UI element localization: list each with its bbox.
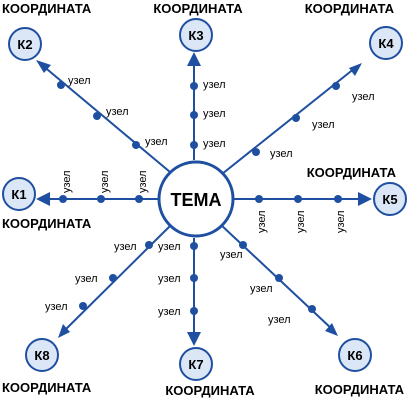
coordinate-circle bbox=[2, 177, 36, 211]
node-label: узел bbox=[158, 241, 181, 253]
node-label: узел bbox=[220, 249, 243, 261]
arrow-head-k5 bbox=[358, 192, 372, 206]
coordinate-code: К6 bbox=[347, 348, 362, 363]
node-label: узел bbox=[295, 210, 307, 233]
arrow-heads bbox=[36, 52, 372, 346]
node-dot bbox=[132, 141, 140, 149]
node-dot bbox=[97, 195, 105, 203]
node-label: узел bbox=[99, 170, 111, 193]
node-dot bbox=[275, 274, 283, 282]
coordinate-code: К8 bbox=[34, 348, 49, 363]
coordinate-circle bbox=[25, 338, 59, 372]
coordinate-k3: К3 bbox=[179, 18, 213, 52]
node-label: узел bbox=[268, 314, 291, 326]
node-label: узел bbox=[145, 136, 168, 148]
arrow-head-k3 bbox=[187, 52, 201, 66]
node-dot bbox=[190, 111, 198, 119]
node-label: узел bbox=[256, 210, 268, 233]
node-dot bbox=[190, 82, 198, 90]
arrow-head-k8 bbox=[58, 324, 70, 338]
coordinate-k7: К7 bbox=[179, 347, 213, 381]
coordinate-circle bbox=[8, 27, 42, 61]
node-dot bbox=[292, 114, 300, 122]
arrow-head-k2 bbox=[36, 60, 51, 73]
node-dot bbox=[294, 195, 302, 203]
coordinate-caption-k5: КООРДИНАТА bbox=[307, 165, 397, 180]
node-label: узел bbox=[68, 75, 91, 87]
central-topic: ТЕМА bbox=[157, 160, 235, 238]
coordinate-caption-k8: КООРДИНАТА bbox=[2, 380, 92, 395]
coordinate-k1: К1 bbox=[2, 177, 36, 211]
coordinate-nodes: К1 К2 К3 К4 К5 К6 К7 К8 bbox=[2, 18, 407, 381]
node-dot bbox=[57, 81, 65, 89]
coordinate-caption-k4: КООРДИНАТА bbox=[305, 1, 395, 16]
node-dot bbox=[252, 148, 260, 156]
node-label: узел bbox=[158, 273, 181, 285]
arrow-head-k6 bbox=[325, 323, 338, 336]
coordinate-caption-k1: КООРДИНАТА bbox=[2, 216, 92, 231]
node-label: узел bbox=[335, 210, 347, 233]
coordinate-circle bbox=[369, 26, 403, 60]
node-dot bbox=[190, 274, 198, 282]
coordinate-code: К7 bbox=[188, 357, 203, 372]
node-label: узел bbox=[114, 241, 137, 253]
node-label: узел bbox=[75, 273, 98, 285]
node-dot bbox=[334, 195, 342, 203]
node-dot bbox=[190, 307, 198, 315]
node-dot bbox=[308, 305, 316, 313]
node-labels: узел узел узел узел узел узел узел узел … bbox=[45, 75, 375, 326]
node-dots bbox=[57, 81, 342, 315]
arrow-head-k4 bbox=[349, 63, 362, 76]
node-label: узел bbox=[61, 170, 73, 193]
node-label: узел bbox=[106, 106, 129, 118]
coordinate-caption-k6: КООРДИНАТА bbox=[315, 382, 405, 397]
node-label: узел bbox=[352, 91, 375, 103]
coordinate-caption-k3: КООРДИНАТА bbox=[153, 1, 243, 16]
coordinate-k4: К4 bbox=[369, 26, 403, 60]
coordinate-circle bbox=[373, 182, 407, 216]
node-label: узел bbox=[45, 301, 68, 313]
node-label: узел bbox=[203, 79, 226, 91]
coordinate-code: К5 bbox=[382, 192, 397, 207]
node-dot bbox=[135, 195, 143, 203]
coordinate-code: К1 bbox=[11, 187, 26, 202]
topic-ellipse bbox=[157, 160, 235, 238]
coordinate-circle bbox=[338, 338, 372, 372]
node-dot bbox=[79, 302, 87, 310]
coordinate-k2: К2 bbox=[8, 27, 42, 61]
coordinate-code: К2 bbox=[17, 37, 32, 52]
topic-label: ТЕМА bbox=[171, 190, 222, 210]
node-dot bbox=[190, 242, 198, 250]
node-dot bbox=[190, 141, 198, 149]
coordinate-code: К3 bbox=[188, 28, 203, 43]
coordinate-circle bbox=[179, 347, 213, 381]
coordinate-k8: К8 bbox=[25, 338, 59, 372]
coordinate-caption-k7: КООРДИНАТА bbox=[165, 383, 255, 398]
coordinate-code: К4 bbox=[378, 36, 394, 51]
node-label: узел bbox=[203, 138, 226, 150]
node-dot bbox=[239, 241, 247, 249]
node-label: узел bbox=[137, 170, 149, 193]
node-dot bbox=[145, 241, 153, 249]
coordinate-circle bbox=[179, 18, 213, 52]
node-label: узел bbox=[250, 283, 273, 295]
node-label: узел bbox=[203, 108, 226, 120]
arrow-head-k1 bbox=[36, 192, 50, 206]
node-dot bbox=[255, 195, 263, 203]
coordinate-caption-k2: КООРДИНАТА bbox=[2, 1, 92, 16]
coordinate-k6: К6 bbox=[338, 338, 372, 372]
coordinate-captions: КООРДИНАТА КООРДИНАТА КООРДИНАТА КООРДИН… bbox=[2, 1, 405, 398]
node-label: узел bbox=[312, 119, 335, 131]
node-dot bbox=[59, 195, 67, 203]
node-label: узел bbox=[158, 306, 181, 318]
node-dot bbox=[109, 274, 117, 282]
coordinate-k5: К5 bbox=[373, 182, 407, 216]
node-dot bbox=[93, 112, 101, 120]
node-dot bbox=[332, 82, 340, 90]
node-label: узел bbox=[270, 148, 293, 160]
arrow-head-k7 bbox=[187, 332, 201, 346]
